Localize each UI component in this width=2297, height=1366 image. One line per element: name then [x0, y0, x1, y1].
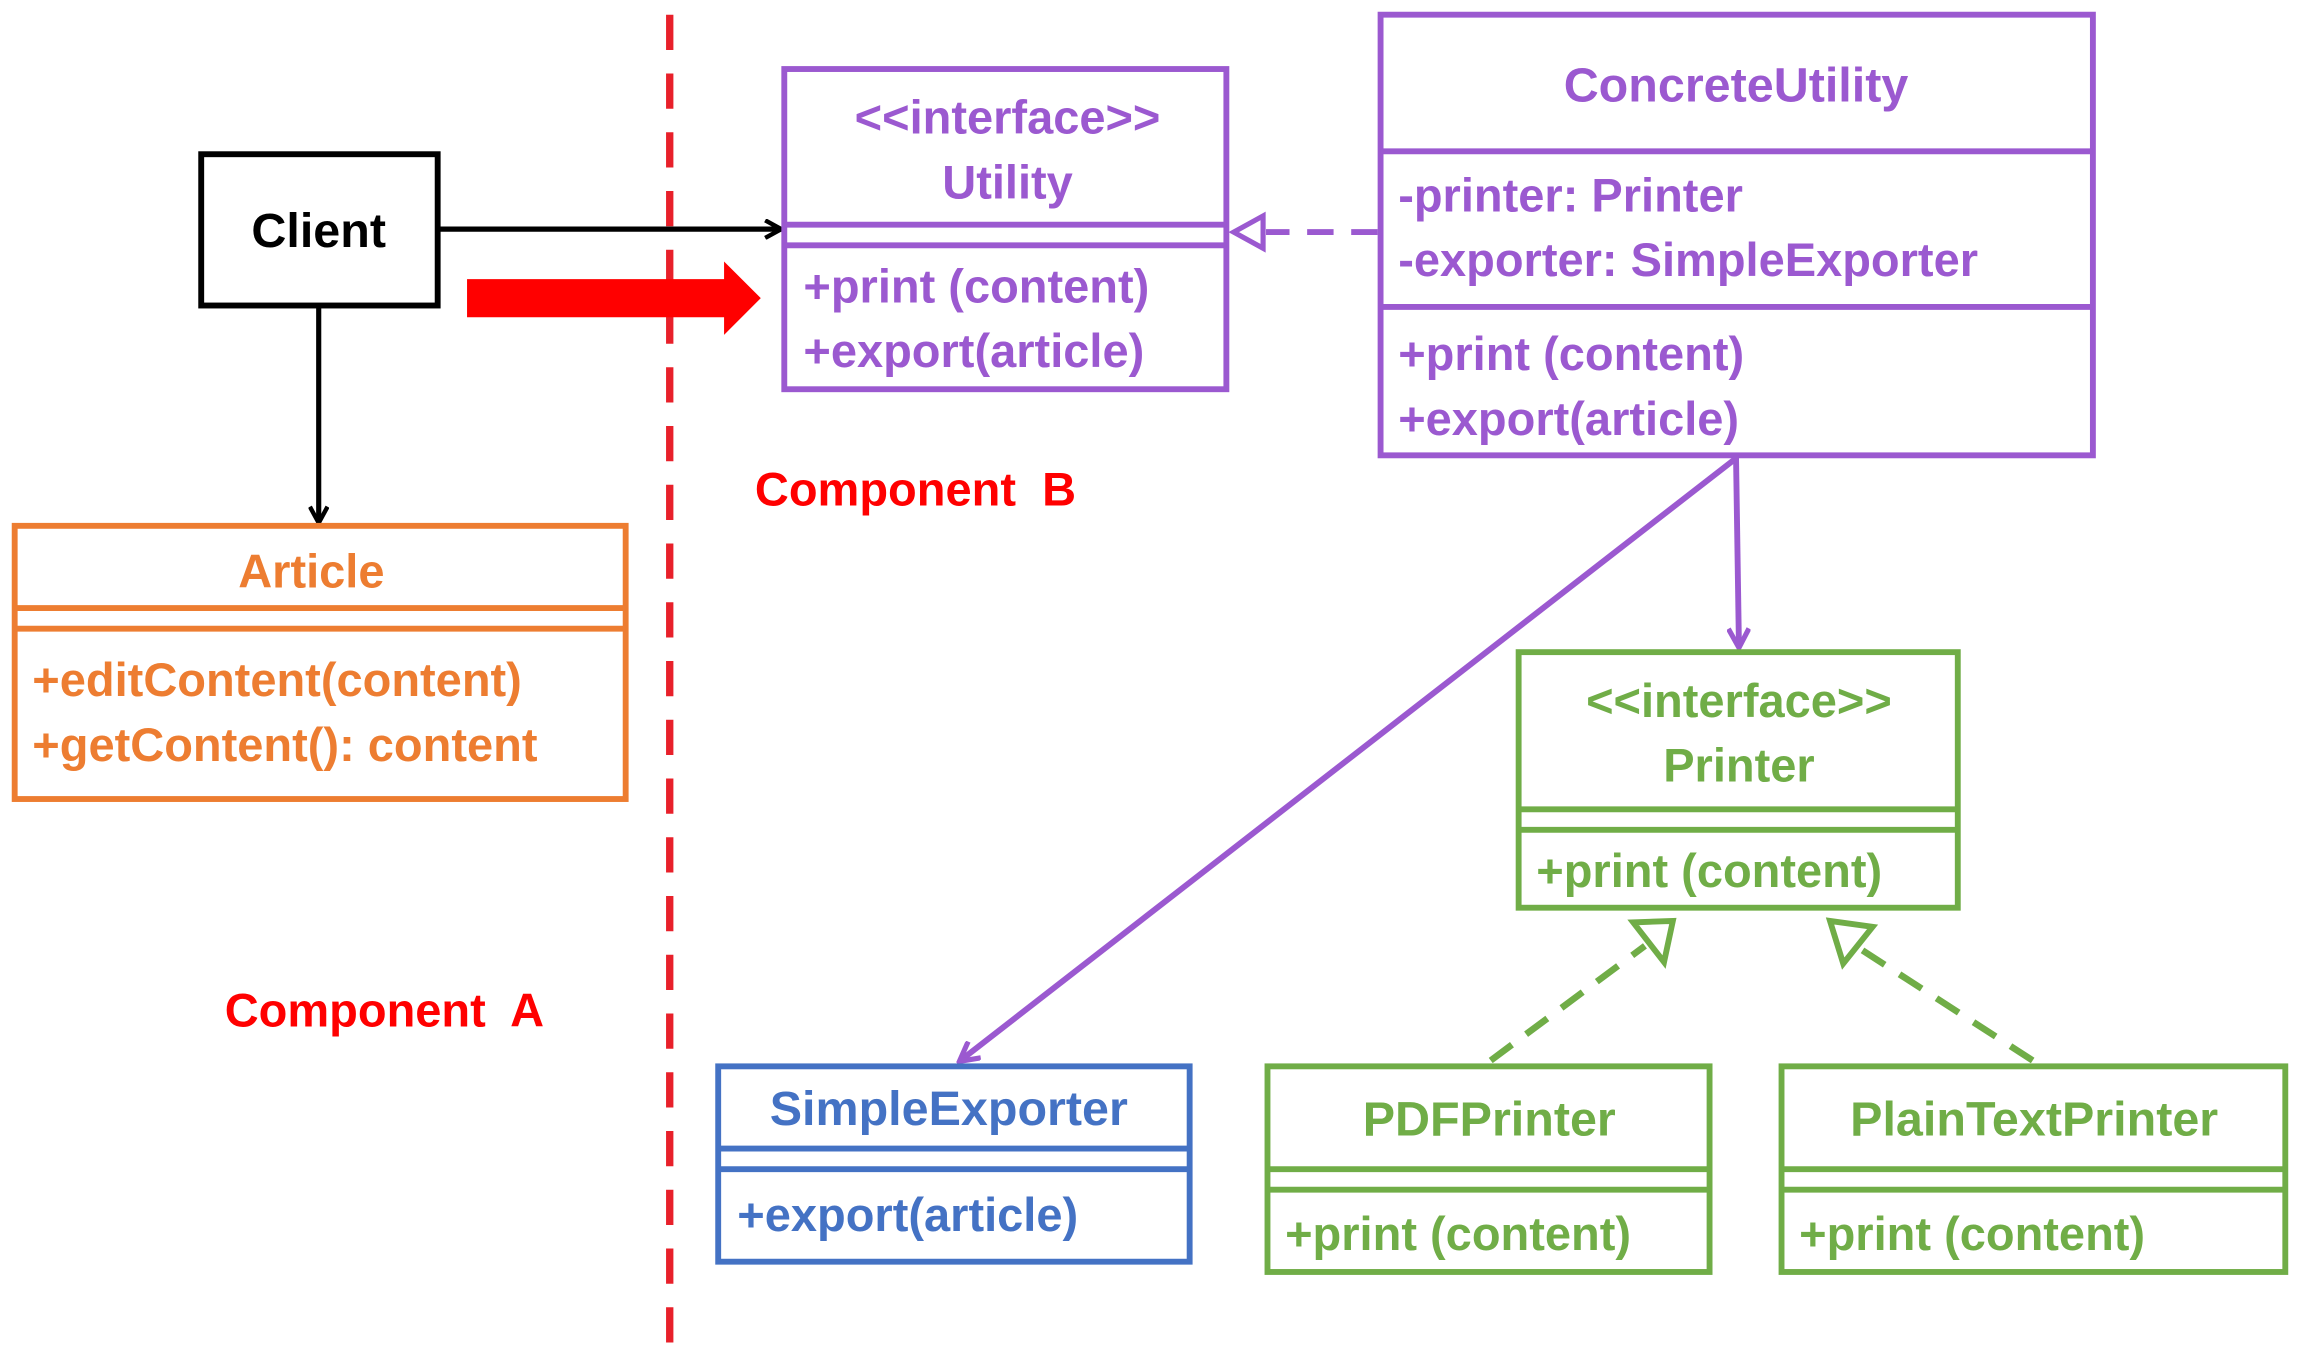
concrete-utility-attribute-2: -exporter: SimpleExporter — [1398, 233, 1978, 286]
utility-interface: <<interface>> Utility +print (content) +… — [781, 66, 1230, 393]
concrete-utility-exporter-association — [961, 455, 1738, 1060]
pdf-printer-method-1: +print (content) — [1285, 1207, 1631, 1260]
red-flow-arrow — [467, 261, 761, 335]
printer-stereotype: <<interface>> — [1586, 674, 1892, 727]
component-b-label: Component B — [755, 462, 1076, 515]
client-class: Client — [198, 151, 441, 309]
utility-method-2: +export(article) — [803, 324, 1144, 377]
article-class: Article +editContent(content) +getConten… — [11, 522, 629, 802]
plain-text-printer-class: PlainTextPrinter +print (content) — [1778, 1063, 2289, 1275]
component-a-label: Component A — [225, 984, 544, 1037]
article-method-2: +getContent(): content — [32, 718, 538, 771]
pdf-realization-arrowhead — [1627, 917, 1677, 969]
printer-method-1: +print (content) — [1536, 844, 1882, 897]
utility-method-1: +print (content) — [803, 260, 1149, 313]
simple-exporter-method-1: +export(article) — [737, 1188, 1078, 1241]
realization-arrowhead — [1228, 211, 1266, 253]
concrete-utility-class: ConcreteUtility -printer: Printer -expor… — [1377, 11, 2096, 459]
pdf-printer-class: PDFPrinter +print (content) — [1264, 1063, 1713, 1275]
plain-text-printer-method-1: +print (content) — [1799, 1207, 2145, 1260]
utility-stereotype: <<interface>> — [855, 91, 1161, 144]
plain-text-printer-name: PlainTextPrinter — [1850, 1092, 2218, 1146]
plain-text-printer-realization — [1856, 944, 2035, 1064]
concrete-utility-name: ConcreteUtility — [1564, 58, 1909, 112]
simple-exporter-name: SimpleExporter — [770, 1082, 1128, 1136]
simple-exporter-class: SimpleExporter +export(article) — [715, 1063, 1193, 1265]
printer-name: Printer — [1663, 738, 1814, 791]
printer-interface: <<interface>> Printer +print (content) — [1515, 649, 1961, 911]
concrete-utility-method-1: +print (content) — [1398, 327, 1744, 380]
concrete-utility-method-2: +export(article) — [1398, 392, 1739, 445]
client-name: Client — [251, 204, 386, 258]
pdf-printer-name: PDFPrinter — [1363, 1092, 1616, 1146]
article-name: Article — [238, 545, 384, 598]
concrete-utility-printer-association — [1736, 455, 1739, 646]
article-method-1: +editContent(content) — [32, 653, 522, 706]
utility-name: Utility — [942, 155, 1073, 208]
plain-text-realization-arrowhead — [1825, 917, 1879, 970]
concrete-utility-attribute-1: -printer: Printer — [1398, 169, 1743, 222]
pdf-printer-realization — [1488, 943, 1647, 1064]
